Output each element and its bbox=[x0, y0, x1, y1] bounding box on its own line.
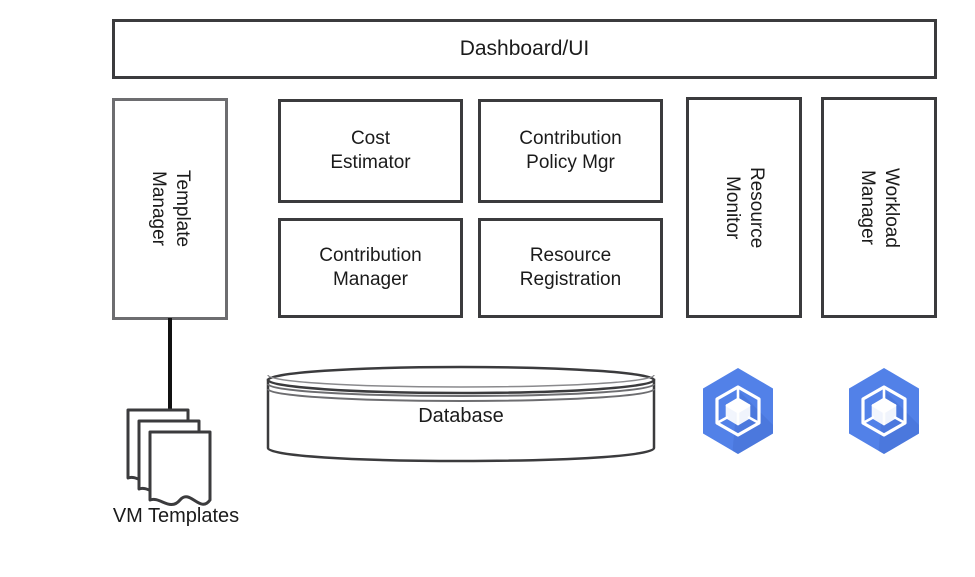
cloud-container-hexagon-icon[interactable] bbox=[838, 365, 930, 457]
document-stack-icon[interactable] bbox=[120, 404, 232, 514]
cost-estimator-label: Cost Estimator bbox=[330, 128, 411, 173]
template-manager-label: Template Manager bbox=[148, 170, 193, 248]
template-manager-to-vm-templates-connector bbox=[168, 318, 172, 413]
dashboard-ui-box[interactable]: Dashboard/UI bbox=[112, 19, 937, 79]
dashboard-ui-label: Dashboard/UI bbox=[459, 36, 590, 60]
cost-estimator-box[interactable]: Cost Estimator bbox=[278, 99, 463, 203]
resource-registration-label: Resource Registration bbox=[519, 245, 622, 290]
contribution-manager-label: Contribution Manager bbox=[319, 245, 422, 290]
resource-monitor-label: Resource Monitor bbox=[722, 166, 767, 249]
workload-manager-box[interactable]: Workload Manager bbox=[821, 97, 937, 318]
resource-monitor-box[interactable]: Resource Monitor bbox=[686, 97, 802, 318]
contribution-policy-mgr-box[interactable]: Contribution Policy Mgr bbox=[478, 99, 663, 203]
database-cylinder-icon[interactable] bbox=[265, 364, 657, 464]
resource-registration-box[interactable]: Resource Registration bbox=[478, 218, 663, 318]
vm-templates-label: VM Templates bbox=[112, 505, 240, 527]
template-manager-box[interactable]: Template Manager bbox=[112, 98, 228, 320]
workload-manager-label: Workload Manager bbox=[857, 167, 902, 248]
contribution-manager-box[interactable]: Contribution Manager bbox=[278, 218, 463, 318]
contribution-policy-mgr-label: Contribution Policy Mgr bbox=[519, 128, 622, 173]
cloud-container-hexagon-icon[interactable] bbox=[692, 365, 784, 457]
